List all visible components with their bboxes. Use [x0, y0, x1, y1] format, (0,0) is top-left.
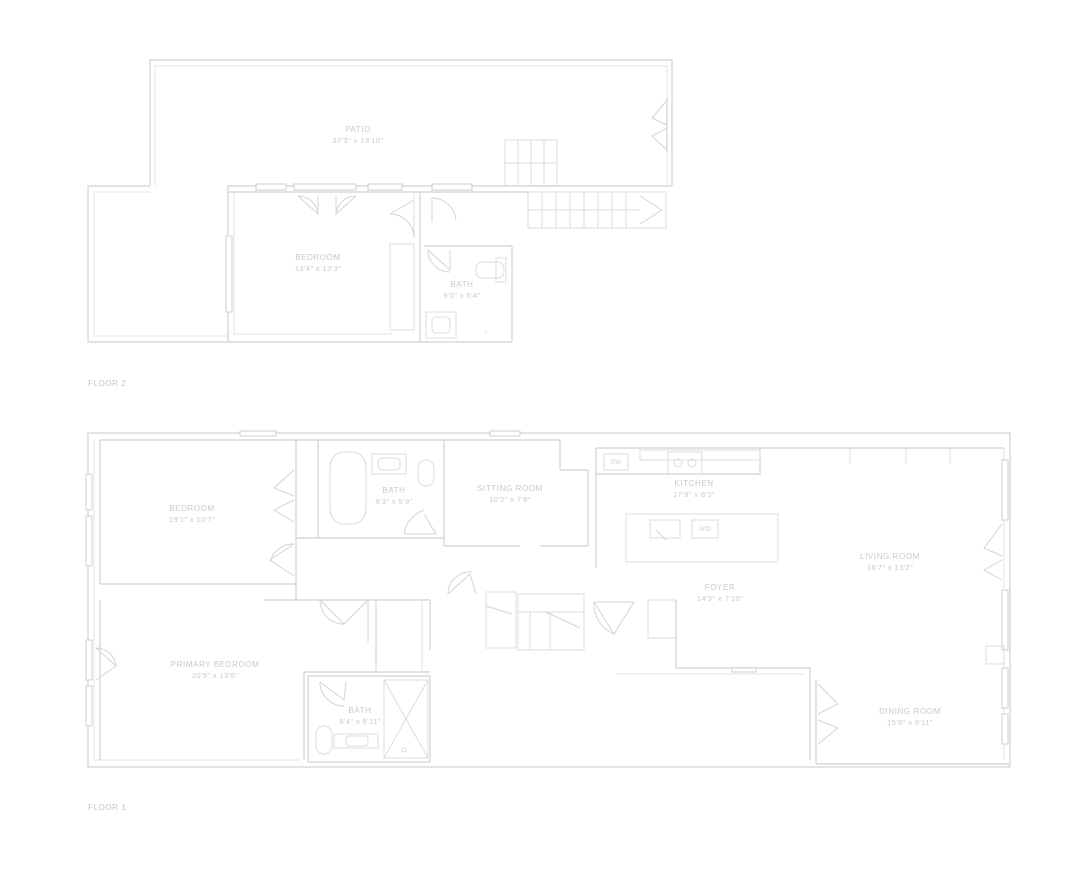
- floor2-stair: [527, 191, 667, 229]
- floor1-living-room-door: [982, 523, 1003, 581]
- floor1-dining-room-name: DINING ROOM: [879, 707, 941, 716]
- floor2-bath-name: BATH: [450, 280, 473, 289]
- floor1-bath-bottom: [307, 675, 431, 763]
- floor2-bath-dims: 9'0" x 5'4": [443, 291, 480, 300]
- svg-text:×: ×: [484, 330, 488, 336]
- floor1-foyer-name: FOYER: [705, 583, 736, 592]
- floor1-bedroom-dims: 19'1" x 10'7": [169, 515, 215, 524]
- floor1-primary-bedroom-name: PRIMARY BEDROOM: [171, 660, 260, 669]
- patio-door-right: [651, 98, 668, 152]
- floor2-bedroom-name: BEDROOM: [295, 253, 341, 262]
- floor1-foyer-dims: 14'3" x 7'10": [697, 594, 743, 603]
- floor-1-plan: BEDROOM 19'1" x 10'7" BATH 9'3" x 5'9" S…: [85, 430, 1011, 812]
- floor2-bedroom-door: [297, 195, 357, 216]
- floor1-sitting-room-dims: 10'2" x 7'9": [489, 495, 531, 504]
- floor1-bath-bottom-dims: 9'4" x 5'11": [339, 717, 380, 726]
- floor1-living-room-name: LIVING ROOM: [860, 552, 920, 561]
- floor1-kitchen-dims: 17'9" x 8'3": [673, 490, 715, 499]
- patio-stair-block: [504, 139, 558, 187]
- floor1-right-windows: [1001, 459, 1009, 745]
- floor1-primary-bedroom-dims: 20'5" x 13'6": [192, 671, 238, 680]
- floor1-bedroom-walls: [99, 439, 297, 585]
- floor-2-plan: × PATIO 37'3" x 13'10" BEDROOM 13'4" x 1…: [87, 59, 673, 388]
- floor2-bedroom-windows: [225, 183, 473, 313]
- floor1-sitting-room-name: SITTING ROOM: [477, 484, 543, 493]
- washer-dryer-label: W/D: [699, 527, 711, 533]
- floor2-closet-door: [389, 199, 415, 239]
- floor1-label: FLOOR 1: [88, 803, 126, 812]
- floor2-bedroom-dims: 13'4" x 13'3": [295, 264, 341, 273]
- dishwasher-label: DW: [611, 460, 621, 466]
- left-terrace: [87, 185, 228, 343]
- floor1-sitting-room-walls: [444, 439, 589, 547]
- floor2-patio-name: PATIO: [345, 125, 371, 134]
- floor2-bath: ×: [424, 197, 513, 342]
- floor1-bedroom-name: BEDROOM: [169, 504, 215, 513]
- floor1-primary-bedroom-walls: [95, 599, 430, 760]
- floor1-bath-top: [296, 439, 445, 546]
- floor1-top-windows: [239, 430, 521, 437]
- patio-walls: [149, 59, 673, 186]
- floor1-dining-room-walls: [815, 680, 1010, 765]
- floor1-bath-top-name: BATH: [382, 486, 405, 495]
- floor2-label: FLOOR 2: [88, 379, 126, 388]
- floor1-kitchen-name: KITCHEN: [674, 479, 713, 488]
- floor1-bath-bottom-name: BATH: [348, 706, 371, 715]
- floor1-foyer-walls: [264, 571, 1005, 760]
- floor1-living-room-dims: 16'7" x 13'2": [867, 563, 913, 572]
- floor1-outer-walls: [87, 432, 1011, 768]
- floor1-dining-room-dims: 15'9" x 9'11": [887, 718, 933, 727]
- floor1-kitchen: [595, 447, 1004, 568]
- floor1-left-windows: [85, 473, 93, 727]
- floor2-patio-dims: 37'3" x 13'10": [333, 136, 384, 145]
- floor1-bath-top-dims: 9'3" x 5'9": [375, 497, 412, 506]
